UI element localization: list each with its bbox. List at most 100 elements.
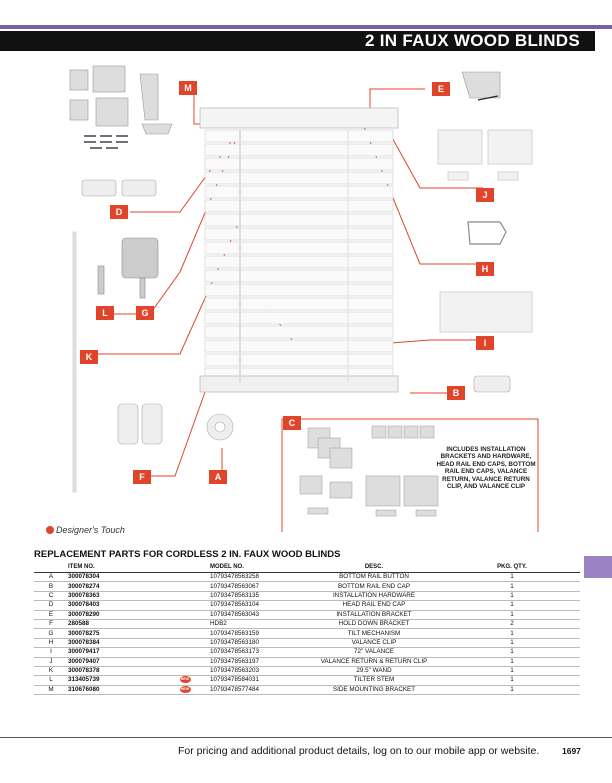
cell-item: 313405739	[68, 675, 160, 686]
callout-l: L	[96, 306, 114, 320]
cell-model: 10793478563173	[210, 647, 304, 658]
callout-g: G	[136, 306, 154, 320]
cell-model: 10793478584031	[210, 675, 304, 686]
cell-item: 300078290	[68, 610, 160, 620]
cell-badge	[160, 638, 210, 649]
cell-model: 10793478563197	[210, 657, 304, 667]
callout-m: M	[179, 81, 197, 95]
cell-badge	[160, 610, 210, 620]
cell-letter: E	[34, 610, 68, 620]
cell-badge	[160, 619, 210, 630]
cell-badge	[160, 581, 210, 592]
cell-qty: 2	[444, 619, 580, 630]
cell-desc: HOLD DOWN BRACKET	[304, 619, 444, 630]
col-model: MODEL NO.	[210, 563, 304, 573]
cell-badge	[160, 572, 210, 583]
cell-item: 310676080	[68, 685, 160, 696]
cell-model: 10793478563159	[210, 628, 304, 639]
cell-model: 10793478577484	[210, 685, 304, 696]
cell-desc: SIDE MOUNTING BRACKET	[304, 685, 444, 696]
cell-desc: VALANCE CLIP	[304, 638, 444, 649]
cell-desc: BOTTOM RAIL END CAP	[304, 581, 444, 592]
cell-model: 10793478563258	[210, 572, 304, 583]
cell-model: 10793478563180	[210, 638, 304, 649]
cell-item: 300078384	[68, 638, 160, 649]
callout-f: F	[133, 470, 151, 484]
cell-qty: 1	[444, 675, 580, 686]
cell-item: 280588	[68, 619, 160, 630]
col-qty: PKG. QTY.	[444, 563, 580, 573]
cell-badge: NEW	[160, 685, 210, 696]
cell-letter: M	[34, 685, 68, 696]
section-tab	[584, 556, 612, 578]
cell-letter: A	[34, 572, 68, 583]
cell-desc: VALANCE RETURN & RETURN CLIP	[304, 657, 444, 667]
hardware-note: INCLUDES INSTALLATION BRACKETS AND HARDW…	[436, 446, 536, 491]
page-number: 1697	[562, 746, 581, 756]
cell-letter: L	[34, 675, 68, 686]
title-bar	[0, 31, 595, 51]
cell-letter: K	[34, 666, 68, 677]
cell-item: 300078403	[68, 600, 160, 611]
cell-model: 10793478563203	[210, 666, 304, 677]
footer-rule	[0, 737, 612, 738]
cell-letter: G	[34, 628, 68, 639]
cell-qty: 1	[444, 572, 580, 583]
cell-model: 10793478563043	[210, 610, 304, 620]
cell-desc: TILTER STEM	[304, 675, 444, 686]
callout-a: A	[209, 470, 227, 484]
cell-desc: 72" VALANCE	[304, 647, 444, 658]
cell-badge	[160, 657, 210, 667]
footer-text: For pricing and additional product detai…	[178, 745, 540, 757]
callout-e: E	[432, 82, 450, 96]
cell-model: 10793478563135	[210, 591, 304, 602]
cell-item: 300078275	[68, 628, 160, 639]
parts-diagram	[69, 65, 539, 532]
cell-desc: INSTALLATION BRACKET	[304, 610, 444, 620]
cell-qty: 1	[444, 591, 580, 602]
cell-model: 10793478563067	[210, 581, 304, 592]
cell-badge: NEW	[160, 675, 210, 686]
cell-letter: B	[34, 581, 68, 592]
callout-d: D	[110, 205, 128, 219]
col-item: ITEM NO.	[68, 563, 160, 573]
cell-item: 300079417	[68, 647, 160, 658]
cell-item: 300078274	[68, 581, 160, 592]
cell-badge	[160, 666, 210, 677]
cell-item: 300078304	[68, 572, 160, 583]
cell-qty: 1	[444, 638, 580, 649]
brand-name: Designer's Touch	[56, 525, 125, 535]
cell-qty: 1	[444, 657, 580, 667]
cell-letter: C	[34, 591, 68, 602]
new-badge-icon: NEW	[179, 685, 191, 693]
cell-item: 300078378	[68, 666, 160, 677]
cell-qty: 1	[444, 647, 580, 658]
cell-item: 300079407	[68, 657, 160, 667]
cell-letter: H	[34, 638, 68, 649]
cell-letter: I	[34, 647, 68, 658]
callout-h: H	[476, 262, 494, 276]
callout-c: C	[283, 416, 301, 430]
cell-letter: D	[34, 600, 68, 611]
cell-qty: 1	[444, 610, 580, 620]
cell-qty: 1	[444, 628, 580, 639]
cell-desc: INSTALLATION HARDWARE	[304, 591, 444, 602]
col-badge	[160, 563, 210, 573]
top-accent-line	[0, 25, 612, 29]
cell-desc: HEAD RAIL END CAP	[304, 600, 444, 611]
cell-badge	[160, 591, 210, 602]
cell-badge	[160, 647, 210, 658]
cell-qty: 1	[444, 666, 580, 677]
brand-dot-icon	[46, 526, 54, 534]
cell-badge	[160, 600, 210, 611]
